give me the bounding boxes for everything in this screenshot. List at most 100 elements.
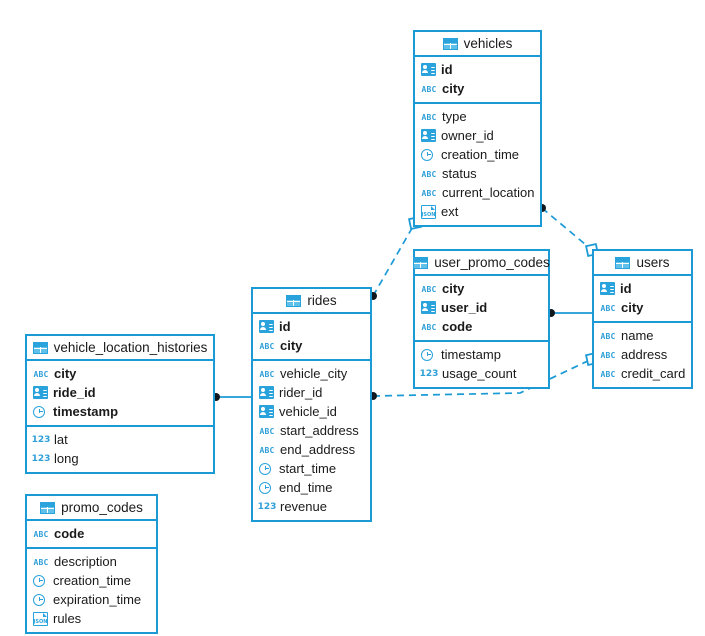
table-header-users[interactable]: users (594, 251, 691, 276)
abc-string-type-icon: ABC (421, 323, 437, 332)
column-row[interactable]: JSON rules (27, 609, 156, 628)
column-row[interactable]: ABC description (27, 552, 156, 571)
column-name: start_address (280, 423, 359, 438)
column-row[interactable]: ABC type (415, 107, 540, 126)
uuid-key-type-icon (259, 405, 274, 418)
column-row[interactable]: vehicle_id (253, 402, 370, 421)
column-name: timestamp (441, 347, 501, 362)
abc-string-type-icon: ABC (600, 304, 616, 313)
table-header-vehicles[interactable]: vehicles (415, 32, 540, 57)
abc-string-type-icon: ABC (259, 427, 275, 436)
clock-timestamp-type-icon (33, 593, 48, 607)
primary-key-row[interactable]: id (594, 279, 691, 298)
table-icon (413, 256, 429, 269)
table-header-user_promo_codes[interactable]: user_promo_codes (413, 251, 550, 276)
column-row[interactable]: start_time (253, 459, 370, 478)
column-name: lat (54, 432, 68, 447)
column-name: end_address (280, 442, 356, 457)
uuid-key-type-icon (259, 320, 274, 333)
column-row[interactable]: ABC current_location (415, 183, 540, 202)
table-header-rides[interactable]: rides (253, 289, 370, 314)
table-icon (32, 341, 48, 354)
123-number-type-icon: 123 (31, 435, 51, 445)
abc-string-type-icon: ABC (33, 558, 49, 567)
primary-key-row[interactable]: ABC city (253, 336, 370, 355)
primary-key-row[interactable]: id (415, 60, 540, 79)
column-row[interactable]: ABC name (594, 326, 691, 345)
column-name: city (442, 81, 465, 96)
table-header-promo_codes[interactable]: promo_codes (27, 496, 156, 521)
primary-key-row[interactable]: ride_id (27, 383, 213, 402)
table-header-vehicle_location_histories[interactable]: vehicle_location_histories (27, 336, 213, 361)
column-row[interactable]: ABC start_address (253, 421, 370, 440)
column-row[interactable]: rider_id (253, 383, 370, 402)
column-name: rider_id (279, 385, 323, 400)
column-row[interactable]: timestamp (415, 345, 548, 364)
abc-string-type-icon: ABC (421, 113, 437, 122)
primary-key-row[interactable]: ABC city (594, 298, 691, 317)
column-name: name (621, 328, 654, 343)
column-name: end_time (279, 480, 333, 495)
primary-key-row[interactable]: ABC code (415, 317, 548, 336)
column-name: description (54, 554, 117, 569)
column-name: creation_time (53, 573, 132, 588)
column-name: code (442, 319, 473, 334)
column-name: user_id (441, 300, 488, 315)
column-name: owner_id (441, 128, 494, 143)
column-name: type (442, 109, 467, 124)
primary-key-row[interactable]: id (253, 317, 370, 336)
column-row[interactable]: creation_time (415, 145, 540, 164)
abc-string-type-icon: ABC (421, 170, 437, 179)
table-icon (40, 501, 56, 514)
abc-string-type-icon: ABC (421, 189, 437, 198)
column-row[interactable]: creation_time (27, 571, 156, 590)
column-name: ext (441, 204, 459, 219)
clock-timestamp-type-icon (259, 462, 274, 476)
uuid-key-type-icon (421, 301, 436, 314)
column-name: expiration_time (53, 592, 142, 607)
column-row[interactable]: ABC status (415, 164, 540, 183)
column-name: credit_card (621, 366, 686, 381)
column-row[interactable]: expiration_time (27, 590, 156, 609)
column-name: start_time (279, 461, 337, 476)
abc-string-type-icon: ABC (259, 342, 275, 351)
column-row[interactable]: end_time (253, 478, 370, 497)
column-row[interactable]: owner_id (415, 126, 540, 145)
column-name: status (442, 166, 477, 181)
column-name: id (441, 62, 453, 77)
json-type-icon: JSON (33, 611, 48, 626)
column-name: current_location (442, 185, 535, 200)
column-name: city (280, 338, 303, 353)
column-name: rules (53, 611, 82, 626)
column-name: city (621, 300, 644, 315)
table-icon (442, 37, 458, 50)
primary-key-row[interactable]: timestamp (27, 402, 213, 421)
primary-key-row[interactable]: user_id (415, 298, 548, 317)
abc-string-type-icon: ABC (600, 332, 616, 341)
